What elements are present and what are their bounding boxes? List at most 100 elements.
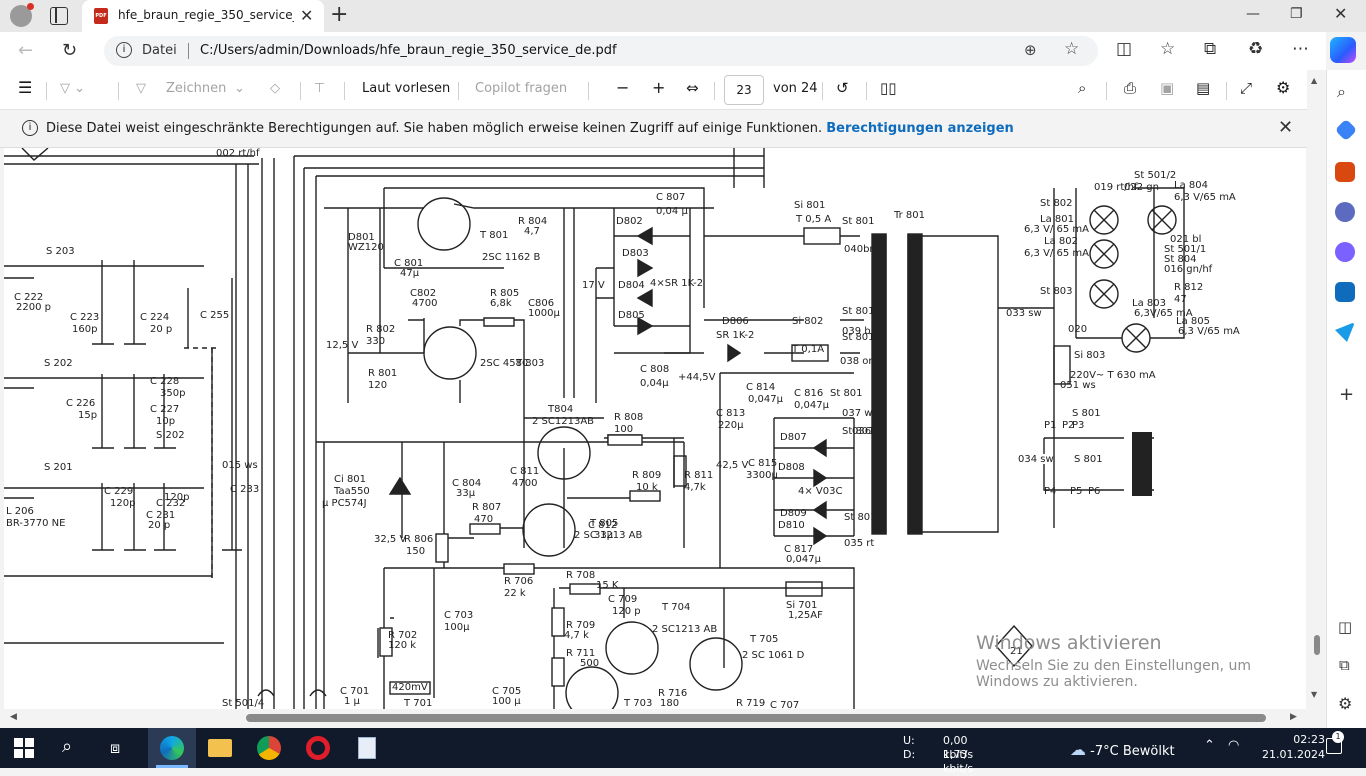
send-drop-icon[interactable] <box>1335 322 1355 342</box>
save-as-icon[interactable]: ▤ <box>1196 79 1211 97</box>
zoom-icon[interactable]: ⊕ <box>1024 41 1037 59</box>
taskbar-edge-active[interactable] <box>148 728 196 768</box>
minimize-button[interactable]: — <box>1246 6 1260 22</box>
taskbar-search-icon[interactable]: ⌕ <box>62 736 73 757</box>
text-box-icon[interactable]: ⊤ <box>314 81 326 96</box>
games-icon[interactable] <box>1335 202 1355 222</box>
outlook-icon[interactable] <box>1335 282 1355 302</box>
clock[interactable]: 02:23 21.01.2024 <box>1262 732 1325 762</box>
ask-copilot-button[interactable]: Copilot fragen <box>475 81 568 96</box>
microsoft-365-icon[interactable] <box>1335 242 1355 262</box>
more-menu-icon[interactable]: ⋯ <box>1292 39 1309 59</box>
page-number-input[interactable]: 23 <box>724 75 764 105</box>
schematic-label: Taa550 <box>333 486 370 497</box>
schematic-label: T 0,5 A <box>795 214 831 225</box>
schematic-label: T804 <box>547 404 573 415</box>
draw-button[interactable]: Zeichnen <box>166 81 227 96</box>
read-aloud-button[interactable]: Laut vorlesen <box>362 81 451 96</box>
clock-date: 21.01.2024 <box>1262 748 1325 761</box>
tray-chevron-icon[interactable]: ⌃ <box>1204 738 1215 753</box>
profile-avatar-icon[interactable] <box>10 3 34 27</box>
horizontal-scrollbar[interactable]: ◀ ▶ <box>0 709 1307 728</box>
schematic-label: 0,047µ <box>786 554 822 565</box>
sidebar-settings-icon[interactable]: ⚙ <box>1338 694 1353 713</box>
vertical-scrollbar[interactable]: ▲ ▼ <box>1307 70 1326 710</box>
page-view-icon[interactable]: ▯▯ <box>880 79 897 97</box>
draw-chevron-icon[interactable]: ⌄ <box>234 81 245 96</box>
omnibox[interactable]: i Datei C:/Users/admin/Downloads/hfe_bra… <box>104 36 1098 66</box>
horizontal-scroll-thumb[interactable] <box>246 714 1266 722</box>
external-link-icon[interactable]: ⧉ <box>1339 656 1350 674</box>
network-speed-widget: U:0,00 kbit/s D:1,73 kbit/s <box>903 734 973 775</box>
refresh-button[interactable]: ↻ <box>62 40 78 61</box>
schematic-label: 4,7 <box>524 226 540 237</box>
wifi-icon[interactable]: ◠ <box>1228 738 1240 753</box>
rotate-icon[interactable]: ↺ <box>836 79 849 97</box>
chrome-icon[interactable] <box>257 736 281 760</box>
sidebar-toggle-icon[interactable]: ◫ <box>1338 618 1353 636</box>
back-button[interactable]: ← <box>18 40 34 61</box>
zoom-in-icon[interactable]: + <box>652 78 666 97</box>
schematic-label: 15 K <box>596 580 619 591</box>
close-window-button[interactable]: ✕ <box>1334 4 1348 23</box>
shopping-tag-icon[interactable] <box>1334 118 1358 142</box>
save-icon[interactable]: ▣ <box>1160 79 1175 97</box>
schematic-label: 100 µ <box>492 696 521 707</box>
tab-pdf[interactable]: PDF hfe_braun_regie_350_service_de.pdf ✕ <box>82 0 324 32</box>
sidebar-search-icon[interactable]: ⌕ <box>1337 82 1346 101</box>
start-windows-icon[interactable] <box>14 738 34 762</box>
schematic-label: La 803 <box>1132 298 1166 309</box>
contents-icon[interactable]: ☰ <box>18 78 33 97</box>
tab-close-icon[interactable]: ✕ <box>300 6 314 25</box>
notifications-icon[interactable]: 1 <box>1326 731 1344 754</box>
schematic-label: D803 <box>622 248 649 259</box>
print-icon[interactable]: ⎙ <box>1124 79 1137 97</box>
schematic-label: 32,5 V <box>374 534 406 545</box>
tab-actions-icon[interactable] <box>50 7 68 25</box>
weather-widget[interactable]: ☁ -7°C Bewölkt <box>1070 740 1175 759</box>
infobar-close-icon[interactable]: ✕ <box>1278 117 1294 138</box>
extensions-icon[interactable]: ♻ <box>1248 39 1264 59</box>
schematic-label: 1 µ <box>344 696 361 707</box>
schematic-label: Si 802 <box>792 316 823 327</box>
schematic-label: C 228 <box>150 376 179 387</box>
scroll-down-icon[interactable]: ▼ <box>1311 690 1318 699</box>
net-down-value: 1,73 kbit/s <box>943 748 974 775</box>
highlight-icon[interactable]: ▽ ⌄ <box>60 81 86 96</box>
favorites-icon[interactable]: ☆ <box>1160 39 1176 59</box>
schematic-label: 120 p <box>612 606 641 617</box>
document-app-icon[interactable] <box>358 737 376 759</box>
schematic-label: St 501/1 <box>1164 244 1206 255</box>
copilot-icon[interactable] <box>1330 37 1356 63</box>
opera-icon[interactable] <box>306 736 330 760</box>
add-sidebar-item-icon[interactable]: + <box>1339 384 1355 405</box>
zoom-out-icon[interactable]: − <box>616 78 630 97</box>
favorite-star-icon[interactable]: ☆ <box>1064 39 1080 59</box>
tools-briefcase-icon[interactable] <box>1335 162 1355 182</box>
scroll-right-icon[interactable]: ▶ <box>1290 712 1297 722</box>
collections-icon[interactable]: ⧉ <box>1204 39 1217 59</box>
fit-width-icon[interactable]: ⇔ <box>686 79 699 97</box>
scroll-left-icon[interactable]: ◀ <box>10 712 17 722</box>
split-screen-icon[interactable]: ◫ <box>1116 39 1133 59</box>
schematic-label: 2 SC 1061 D <box>742 650 805 661</box>
vertical-scroll-thumb[interactable] <box>1314 635 1320 655</box>
new-tab-button[interactable]: + <box>330 2 349 27</box>
schematic-label: 2 SC1213AB <box>532 416 594 427</box>
schematic-label: T 0,1A <box>791 344 824 355</box>
fullscreen-icon[interactable]: ⤢ <box>1240 79 1253 97</box>
search-icon[interactable]: ⌕ <box>1078 79 1087 97</box>
site-info-icon[interactable]: i <box>116 42 132 58</box>
schematic-label: 6,3 V/65 mA <box>1174 192 1236 203</box>
url-text[interactable]: C:/Users/admin/Downloads/hfe_braun_regie… <box>200 43 617 58</box>
draw-icon[interactable]: ▽ <box>136 81 146 96</box>
scroll-up-icon[interactable]: ▲ <box>1311 76 1318 85</box>
edge-icon <box>160 736 184 760</box>
file-explorer-icon[interactable] <box>208 739 232 757</box>
restore-button[interactable]: ❐ <box>1290 6 1303 22</box>
show-permissions-link[interactable]: Berechtigungen anzeigen <box>826 121 1014 136</box>
settings-gear-icon[interactable]: ⚙ <box>1276 78 1291 97</box>
eraser-icon[interactable]: ◇ <box>270 81 280 96</box>
task-view-icon[interactable]: ⧈ <box>110 738 121 757</box>
